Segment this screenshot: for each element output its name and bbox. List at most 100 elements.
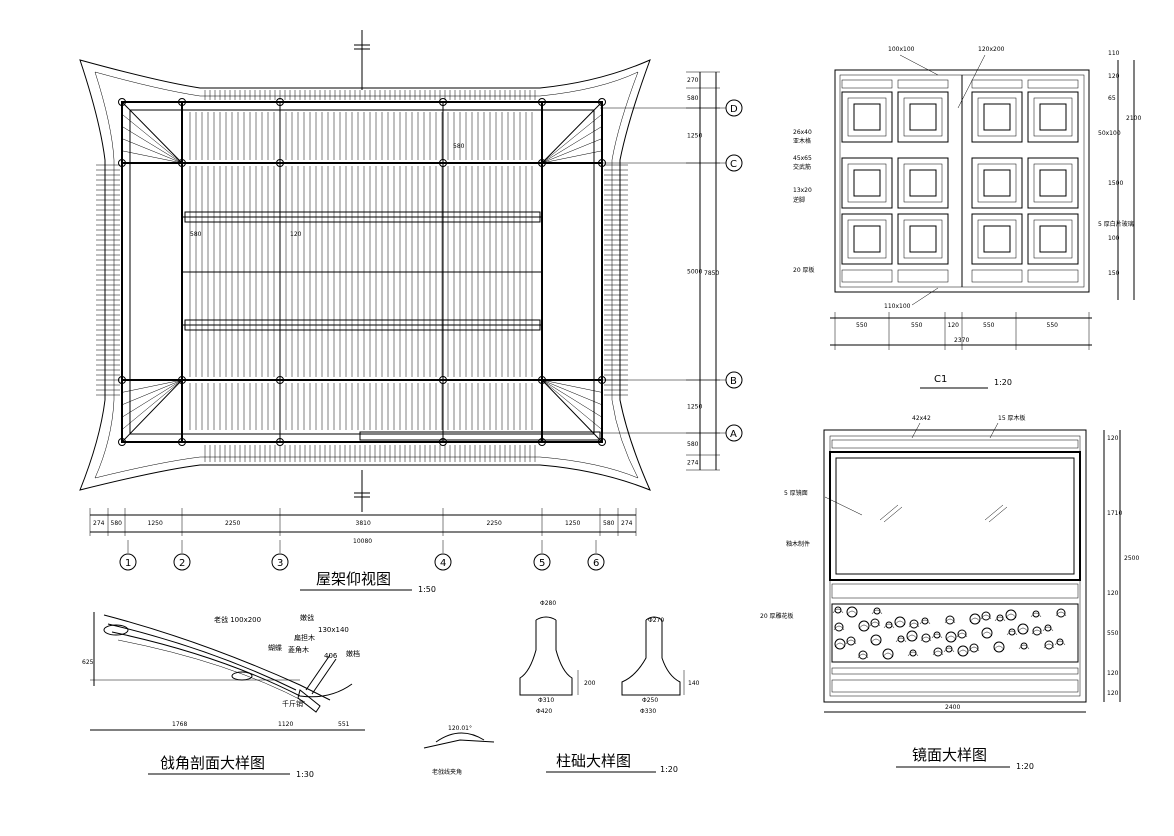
door-right-dim: 65: [1108, 95, 1116, 102]
angle-value: 120.01°: [448, 725, 472, 732]
axis-bubble: [725, 424, 743, 442]
lattice-cell: [1027, 91, 1079, 143]
carved-flower: [834, 622, 844, 632]
column-dot: [118, 376, 126, 384]
plan-right-dim: 5000: [687, 269, 702, 276]
carved-flower: [846, 636, 856, 646]
base-top-2: Φ270: [648, 617, 664, 624]
carved-leaf: [857, 653, 869, 659]
fan-rafter: [121, 379, 183, 418]
mirror-right-dim: 2500: [1124, 555, 1139, 562]
axis-bubble: [173, 553, 191, 571]
door-bottom-dim: 550: [856, 322, 868, 329]
corner-label: 扁担木: [294, 633, 315, 642]
plan-bottom-dim: 1250: [565, 520, 580, 527]
mirror-right-dim: 120: [1107, 590, 1119, 597]
door-lattice-panels: [841, 79, 1079, 283]
axis-number: 3: [277, 558, 283, 569]
carved-leaf: [1030, 612, 1042, 618]
carved-flower: [1056, 608, 1066, 618]
fan-rafter: [121, 379, 183, 406]
plan-bottom-dim: 1250: [148, 520, 163, 527]
rail-bottom: [897, 269, 949, 283]
door-note: 20 厚板: [793, 266, 815, 274]
axis-bubble: [533, 553, 551, 571]
carved-flower: [834, 606, 842, 614]
axis-bubble: [587, 553, 605, 571]
axis-number: 1: [125, 558, 131, 569]
plan-inner-dim-3: 120: [290, 231, 302, 238]
base-side-2: 140: [688, 680, 700, 687]
axis-number: 2: [179, 558, 185, 569]
carved-leaf: [932, 650, 944, 656]
mirror-top-note-2: 15 厚木板: [998, 414, 1026, 422]
carved-leaf: [957, 649, 969, 655]
lattice-frame: [1033, 219, 1073, 259]
plan-dim-total: 10080: [353, 538, 372, 545]
axis-number: 4: [440, 558, 446, 569]
carved-flower: [933, 631, 941, 639]
fan-rafter: [541, 379, 603, 443]
carved-leaf: [858, 624, 870, 630]
carved-flower: [909, 619, 919, 629]
axis-letter: B: [730, 376, 737, 387]
column-dot: [118, 98, 126, 106]
carved-leaf: [1043, 643, 1055, 649]
corner-dim-2: 1120: [278, 721, 293, 728]
carved-leaf: [895, 637, 907, 643]
lattice-frame: [903, 219, 943, 259]
lattice-cell: [897, 213, 949, 265]
fan-rafter: [121, 114, 183, 164]
rafter-hatching: [96, 90, 628, 462]
carved-leaf: [980, 614, 992, 620]
carved-flower: [885, 621, 893, 629]
carved-leaf: [870, 638, 882, 644]
fan-rafter: [541, 379, 603, 393]
carved-leaf: [931, 633, 943, 639]
carved-leaf: [1018, 644, 1030, 650]
carved-flower: [969, 613, 981, 625]
column-dot: [538, 376, 546, 384]
carved-leaf: [1055, 611, 1067, 617]
angle-symbol: 120.01° 老戗线夹角: [423, 725, 495, 776]
carved-leaf: [883, 623, 895, 629]
plan-right-dim: 1250: [687, 404, 702, 411]
door-right-dim: 110: [1108, 50, 1120, 57]
carved-leaf: [968, 646, 980, 652]
plan-right-dim: 1250: [687, 133, 702, 140]
carved-leaf: [1005, 613, 1017, 619]
column-dot: [178, 438, 186, 446]
carved-leaf: [882, 652, 894, 658]
lattice-cell: [1027, 213, 1079, 265]
mirror-note-3: 20 厚雕花板: [760, 612, 794, 620]
carved-flower: [957, 629, 967, 639]
door-right-dim: 1500: [1108, 180, 1123, 187]
lattice-cell: [971, 213, 1023, 265]
plan-bottom-dim: 580: [111, 520, 123, 527]
plan-right-dim: 580: [687, 95, 699, 102]
door-dim-top-1: 100x100: [888, 46, 915, 53]
corner-fan-rafters: [121, 101, 603, 443]
axis-bubble: [271, 553, 289, 571]
lattice-frame: [903, 163, 943, 203]
door-bottom-dim: 550: [911, 322, 923, 329]
axis-number: 5: [539, 558, 545, 569]
fan-rafter: [121, 138, 183, 164]
column-dot: [118, 438, 126, 446]
plan-title: 屋架仰视图: [316, 570, 391, 588]
fan-rafter: [541, 379, 603, 418]
corner-scale: 1:30: [296, 770, 314, 779]
plan-right-total: 7850: [704, 270, 719, 277]
angle-label: 老戗线夹角: [432, 768, 462, 776]
corner-label: 130x140: [318, 626, 349, 634]
carved-leaf: [834, 642, 846, 648]
lattice-glass: [1039, 169, 1067, 197]
door-right-dim: 150: [1108, 270, 1120, 277]
carved-flower: [933, 647, 943, 657]
mirror-note-1: 5 厚镜面: [784, 489, 808, 497]
carved-flower: [1056, 638, 1064, 646]
